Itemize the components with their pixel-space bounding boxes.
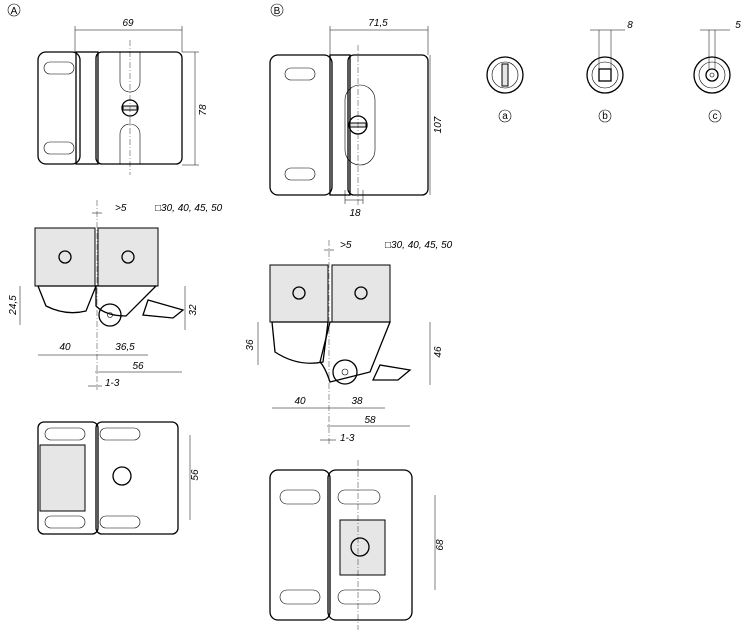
variant-a-label: a bbox=[502, 111, 508, 122]
dim-b-offset: 1-3 bbox=[340, 433, 355, 444]
dim-a-height: 78 bbox=[198, 104, 209, 116]
view-b-side: >5 □30, 40, 45, 50 36 46 40 38 58 1-3 bbox=[245, 240, 453, 445]
view-a-label: A bbox=[11, 6, 18, 17]
dim-a-gap: >5 bbox=[115, 203, 127, 214]
dim-a-w-left: 40 bbox=[59, 342, 71, 353]
variant-b-dim: 8 bbox=[627, 20, 633, 31]
dim-b-w-total: 58 bbox=[364, 415, 376, 426]
dim-a-offset: 1-3 bbox=[105, 378, 120, 389]
view-b-label: B bbox=[274, 6, 281, 17]
variant-c-label: c bbox=[713, 111, 718, 122]
view-b-top: 71,5 107 18 bbox=[269, 18, 444, 219]
lock-variant-c: 5 c bbox=[693, 20, 741, 123]
dim-a-h-left: 24,5 bbox=[8, 295, 19, 316]
dim-a-height-bottom: 56 bbox=[190, 469, 201, 481]
dim-a-w-mid: 36,5 bbox=[115, 342, 135, 353]
variant-c-dim: 5 bbox=[735, 20, 741, 31]
variant-b-label: b bbox=[602, 111, 608, 122]
dim-b-h-left: 36 bbox=[245, 339, 256, 351]
lock-icon bbox=[350, 537, 370, 557]
dim-b-height: 107 bbox=[433, 116, 444, 133]
dim-b-gap: >5 bbox=[340, 240, 352, 251]
dim-b-key-width: 18 bbox=[349, 208, 361, 219]
dim-a-w-total: 56 bbox=[132, 361, 144, 372]
view-b-marker: B bbox=[270, 3, 284, 17]
view-a-top: 69 78 bbox=[37, 18, 209, 175]
dim-b-height-bottom: 68 bbox=[435, 539, 446, 551]
lock-variant-a: a bbox=[486, 56, 524, 123]
dim-b-profile-sizes: □30, 40, 45, 50 bbox=[385, 240, 453, 251]
dim-b-w-left: 40 bbox=[294, 396, 306, 407]
dim-b-width: 71,5 bbox=[368, 18, 388, 29]
lock-icon bbox=[112, 466, 132, 486]
view-a-marker: A bbox=[7, 3, 21, 17]
dim-a-profile-sizes: □30, 40, 45, 50 bbox=[155, 203, 223, 214]
dim-b-h-right: 46 bbox=[433, 346, 444, 358]
view-b-bottom: 68 bbox=[269, 460, 446, 630]
lock-variant-b: 8 b bbox=[586, 20, 633, 123]
dim-a-h-right: 32 bbox=[188, 304, 199, 316]
dim-b-w-mid: 38 bbox=[351, 396, 363, 407]
dim-a-width: 69 bbox=[122, 18, 134, 29]
view-a-bottom: 56 bbox=[37, 421, 201, 535]
view-a-side: >5 □30, 40, 45, 50 24,5 32 40 36,5 56 1-… bbox=[8, 200, 223, 390]
